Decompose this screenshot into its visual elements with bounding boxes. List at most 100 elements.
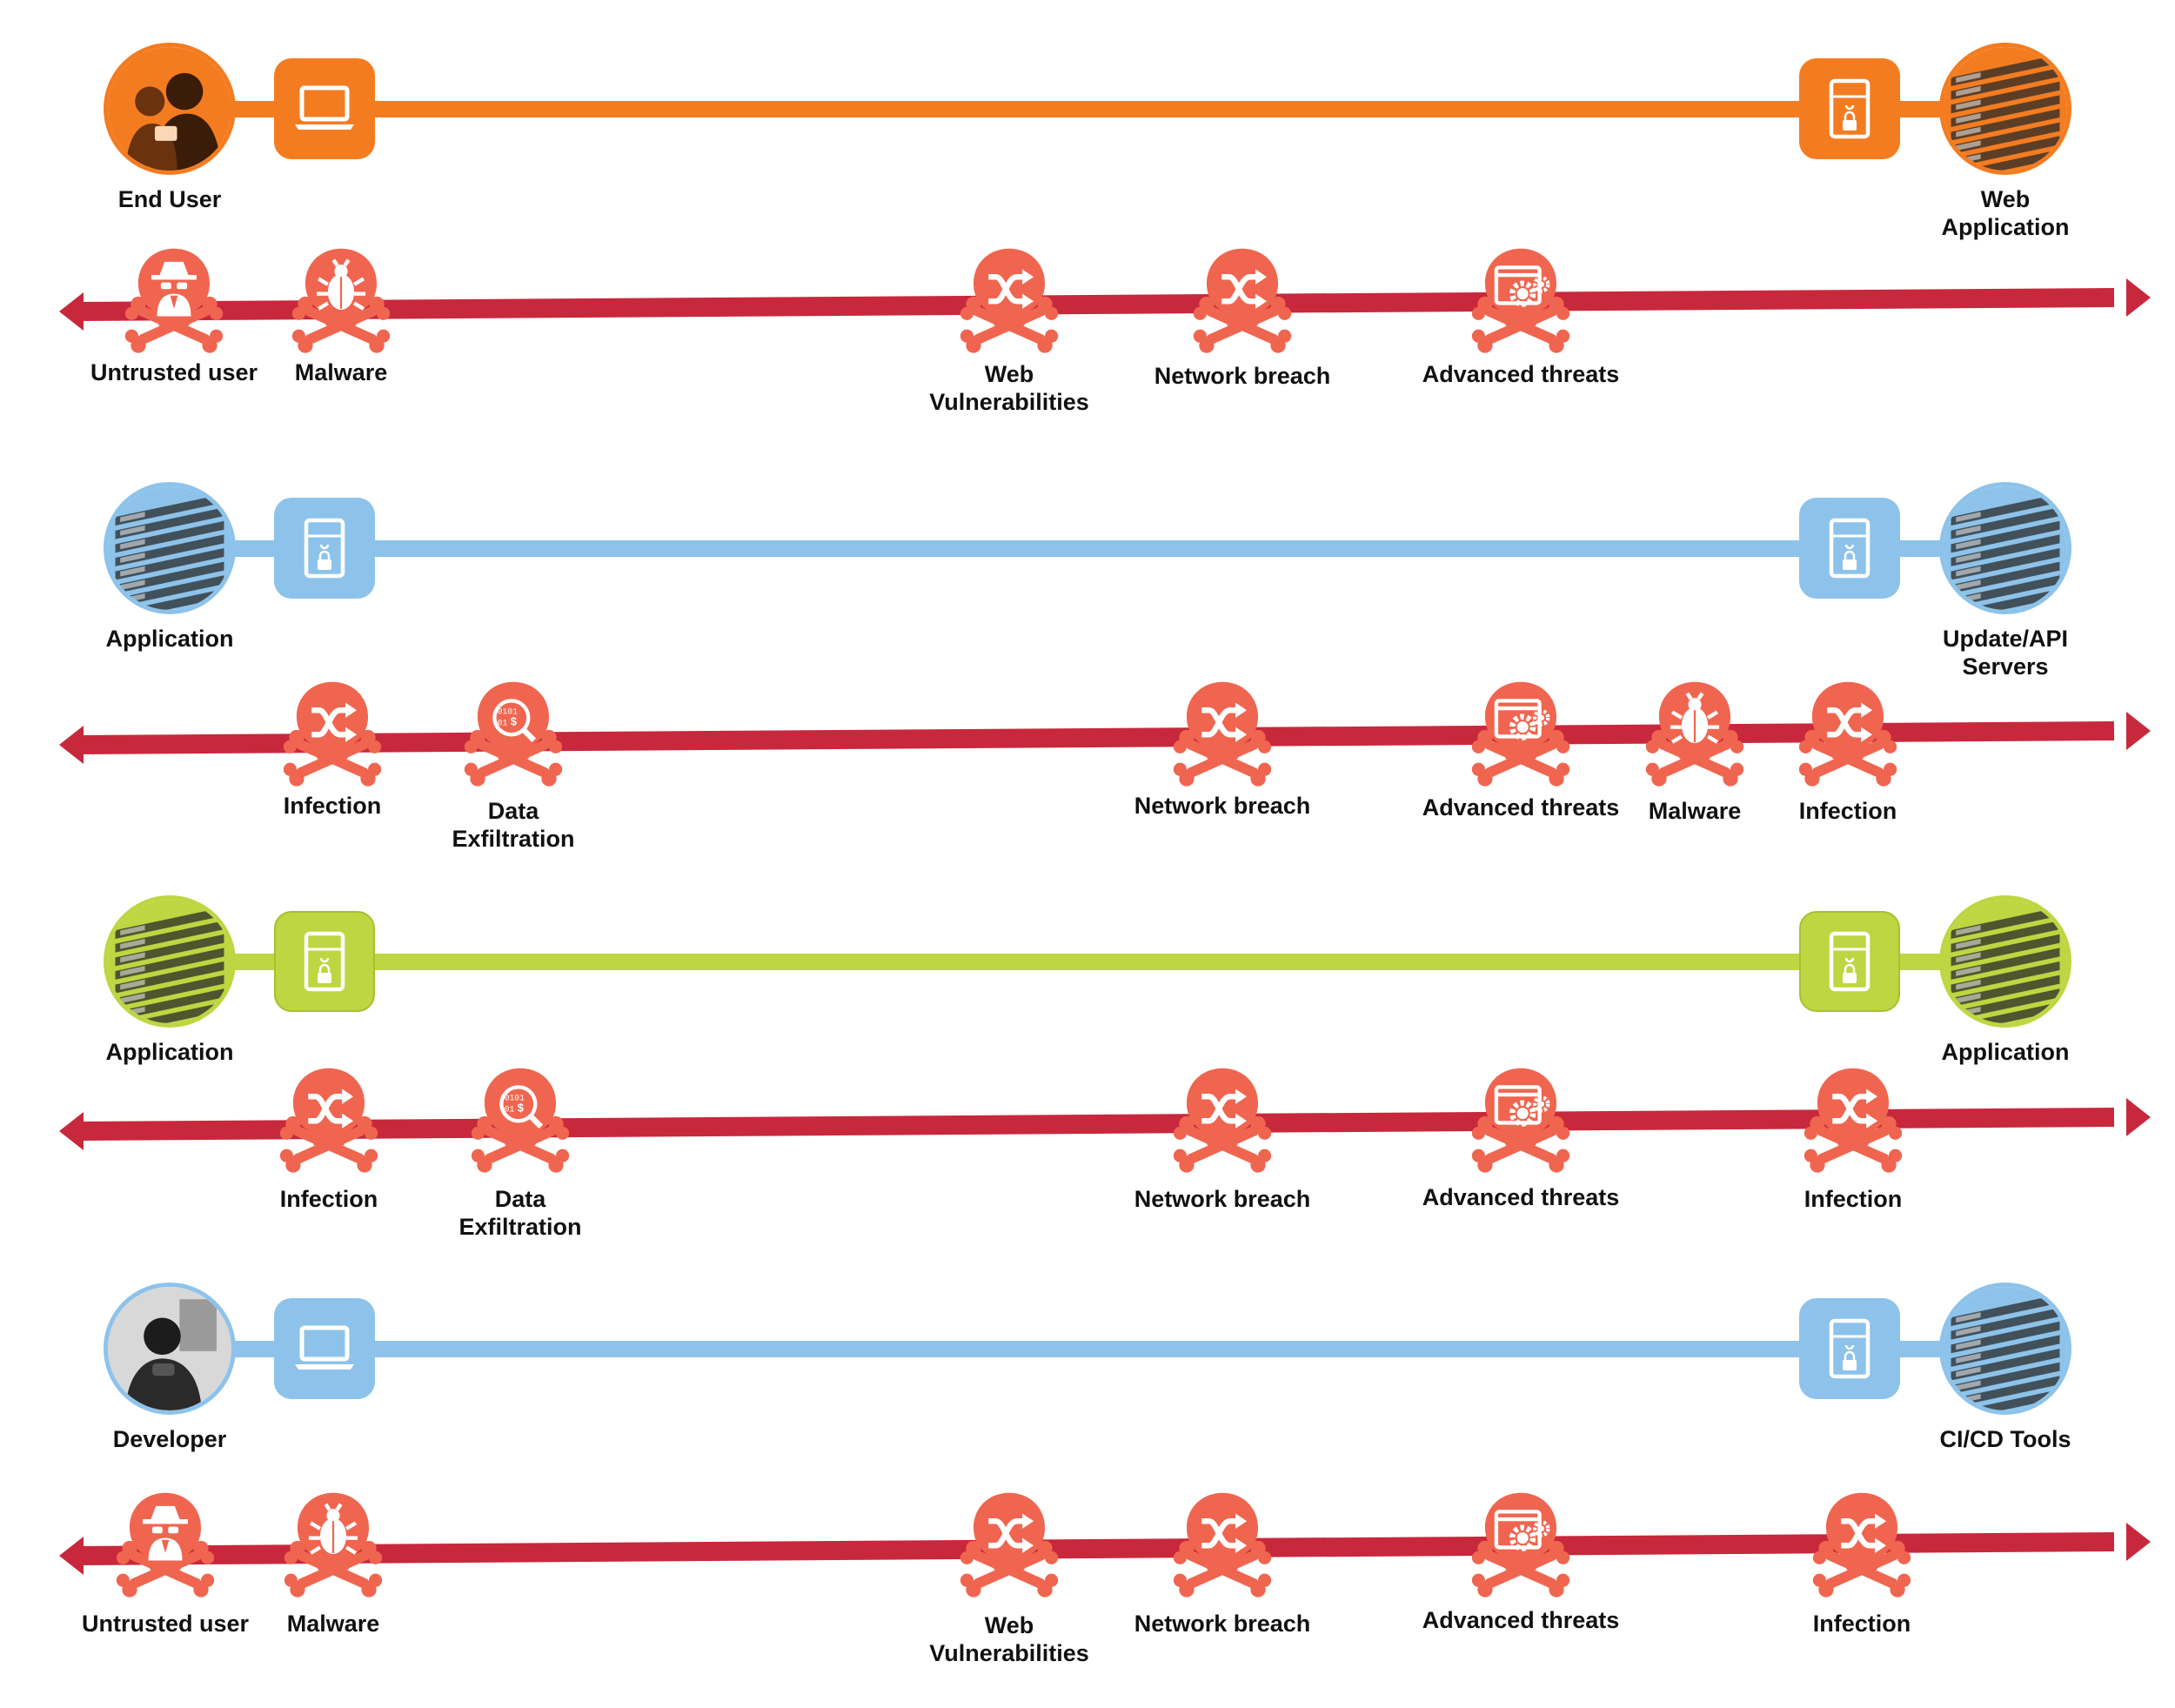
threat-label: Advanced threats [1364, 360, 1677, 388]
threat-label-line: Infection [279, 1186, 378, 1212]
threat-label-line: Advanced threats [1422, 361, 1620, 387]
source-label: Application [13, 1038, 326, 1066]
threat-label: Malware [1538, 797, 1851, 825]
laptop-icon [274, 58, 375, 159]
threat-label-line: Vulnerabilities [929, 389, 1089, 415]
threat-label: Untrusted user [9, 1610, 322, 1638]
threat-arrow-line [59, 278, 2151, 331]
threat-label-line: Malware [1648, 798, 1742, 824]
threat-label-line: Malware [286, 1611, 380, 1637]
secure-server-icon [1799, 58, 1900, 159]
source-label: Developer [13, 1425, 326, 1453]
target-label: CI/CD Tools [1849, 1425, 2162, 1453]
server-rack-photo-icon [1939, 482, 2071, 614]
threat-label: Network breach [1066, 792, 1379, 820]
arrow-right-head [2126, 1523, 2151, 1561]
connection-line [170, 101, 2005, 117]
threat-label-line: Infection [1804, 1186, 1903, 1212]
gears-window-icon [1460, 1484, 1582, 1601]
shuffle-icon [948, 1484, 1070, 1601]
shuffle-icon [1792, 1059, 1914, 1176]
threat-label-line: Untrusted user [81, 1611, 250, 1637]
threat-label: Infection [176, 792, 489, 820]
gears-window-icon [1460, 1059, 1582, 1176]
target-label-line: Application [1941, 1039, 2070, 1065]
threat-label-line: Advanced threats [1422, 1607, 1620, 1633]
arrow-left-head [59, 1112, 84, 1150]
shuffle-icon [1161, 673, 1283, 790]
spy-icon [104, 1484, 226, 1601]
arrow-right-head [2126, 712, 2151, 750]
connection-line [170, 1341, 2005, 1357]
threat-label: Untrusted user [17, 358, 331, 386]
secure-server-icon [1799, 1298, 1900, 1399]
threat-label: Infection [172, 1185, 485, 1213]
shuffle-icon [1181, 239, 1303, 357]
threat-label: Advanced threats [1364, 1183, 1677, 1211]
threat-label: Network breach [1086, 362, 1399, 390]
arrow-left-head [59, 726, 84, 764]
threat-label: Malware [184, 358, 498, 386]
threat-label: Malware [177, 1610, 490, 1638]
source-label-line: Developer [112, 1426, 227, 1452]
spy-icon [113, 239, 235, 357]
threat-label-line: Vulnerabilities [929, 1640, 1089, 1666]
server-rack-photo-icon [104, 895, 236, 1028]
threat-label-line: Network breach [1134, 1186, 1311, 1212]
threat-arrow-line [59, 1098, 2151, 1150]
threat-label-line: Network breach [1154, 363, 1331, 389]
threat-label-line: Malware [294, 359, 388, 385]
shuffle-icon [1787, 673, 1909, 790]
arrow-right-head [2126, 1098, 2151, 1136]
svg-text:01: 01 [505, 1104, 515, 1114]
server-rack-photo-icon [1939, 895, 2071, 1028]
source-label-line: End User [117, 186, 222, 212]
secure-server-icon [1799, 911, 1900, 1012]
source-label-line: Application [105, 626, 234, 652]
svg-text:0101: 0101 [498, 707, 518, 717]
shuffle-icon [268, 1059, 390, 1176]
threat-label: Advanced threats [1364, 1606, 1677, 1634]
threat-label: Network breach [1066, 1610, 1379, 1638]
bug-icon [280, 239, 402, 357]
threat-label-line: Infection [1812, 1611, 1911, 1637]
threat-arrow-line [59, 1523, 2151, 1575]
connection-line [170, 540, 2005, 557]
target-label-line: Application [1941, 214, 2070, 240]
threat-label: Infection [1696, 1185, 2010, 1213]
source-label-line: Application [105, 1039, 234, 1065]
threat-label-line: Data [494, 1186, 546, 1212]
arrow-left-head [59, 292, 84, 331]
secure-server-icon [274, 911, 375, 1012]
server-rack-photo-icon [1939, 1283, 2071, 1415]
threat-label-line: Advanced threats [1422, 794, 1620, 821]
threat-label-line: Advanced threats [1422, 1184, 1620, 1210]
bug-icon [1634, 673, 1756, 790]
target-label-line: Web [1980, 186, 2031, 212]
threat-label-line: Exfiltration [458, 1214, 582, 1240]
threat-label-line: Data [487, 798, 539, 824]
threat-label-line: Network breach [1134, 793, 1311, 819]
threat-label-line: Infection [1798, 798, 1897, 824]
source-label: End User [13, 185, 326, 213]
source-label: Application [13, 625, 326, 653]
server-rack-photo-icon [104, 482, 236, 614]
svg-text:$: $ [511, 714, 518, 727]
threat-label-line: Web [984, 1612, 1034, 1638]
threat-arrow-line [59, 712, 2151, 764]
svg-text:0101: 0101 [505, 1094, 525, 1103]
shuffle-icon [1161, 1059, 1283, 1176]
laptop-icon [274, 1298, 375, 1399]
threat-label: Infection [1705, 1610, 2018, 1638]
threat-label: Network breach [1066, 1185, 1379, 1213]
arrow-right-head [2126, 278, 2151, 317]
threat-label-line: Untrusted user [90, 359, 258, 385]
threat-label: Advanced threats [1364, 794, 1677, 821]
